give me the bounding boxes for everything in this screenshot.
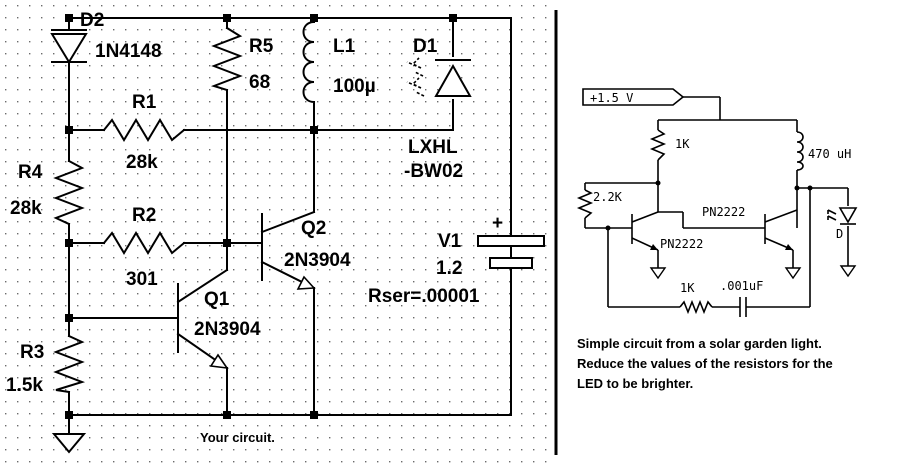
d1-part-line2: -BW02 bbox=[404, 161, 463, 182]
inductor-l1-symbol bbox=[302, 20, 316, 104]
r-base-label: 2.2K bbox=[593, 190, 623, 204]
v1-plus-sign: + bbox=[492, 213, 503, 234]
r3-value-label: 1.5k bbox=[6, 375, 43, 396]
right-circuit-junctions bbox=[605, 180, 813, 231]
r5-value-label: 68 bbox=[249, 72, 270, 93]
led-d1-symbol bbox=[406, 57, 472, 97]
right-circuit-wires bbox=[584, 96, 849, 308]
inductor-470uh-symbol bbox=[796, 131, 804, 171]
r5-ref-label: R5 bbox=[249, 36, 274, 57]
r4-value-label: 28k bbox=[10, 198, 42, 219]
transistor-left-pn2222-symbol bbox=[631, 211, 659, 251]
note-line-2: Reduce the values of the resistors for t… bbox=[577, 356, 833, 371]
resistor-feedback-1k-symbol bbox=[679, 299, 713, 315]
resistor-r3-symbol bbox=[53, 334, 86, 394]
resistor-r5-symbol bbox=[210, 26, 243, 92]
q-left-label: PN2222 bbox=[660, 237, 703, 251]
led-label: D bbox=[836, 227, 843, 241]
resistor-1k-top-symbol bbox=[649, 129, 667, 161]
resistor-r1-symbol bbox=[102, 118, 186, 142]
ground-symbol bbox=[51, 433, 87, 454]
d2-part-label: 1N4148 bbox=[95, 41, 162, 62]
r4-ref-label: R4 bbox=[18, 162, 43, 183]
supply-tag-shape bbox=[582, 88, 685, 106]
v1-value-label: 1.2 bbox=[436, 258, 462, 279]
v1-ref-label: V1 bbox=[438, 231, 462, 252]
transistor-right-pn2222-symbol bbox=[764, 209, 798, 251]
resistor-2-2k-symbol bbox=[576, 189, 594, 219]
left-panel-grid bbox=[0, 0, 548, 463]
l1-value-label: 100µ bbox=[333, 76, 376, 97]
diode-d2-symbol bbox=[50, 29, 88, 64]
resistor-r4-symbol bbox=[53, 159, 85, 226]
note-line-3: LED to be brighter. bbox=[577, 376, 693, 391]
d2-ref-label: D2 bbox=[80, 10, 104, 31]
r-feedback-label: 1K bbox=[680, 281, 695, 295]
r2-value-label: 301 bbox=[126, 269, 158, 290]
r1-value-label: 28k bbox=[126, 152, 158, 173]
left-circuit-junctions bbox=[65, 14, 457, 419]
led-d-symbol bbox=[827, 207, 858, 225]
inductor-label: 470 uH bbox=[808, 147, 851, 161]
transistor-q2-symbol bbox=[260, 210, 316, 290]
battery-v1-symbol bbox=[477, 235, 545, 269]
q-right-label: PN2222 bbox=[702, 205, 745, 219]
ground-left-symbol bbox=[649, 267, 667, 280]
r3-ref-label: R3 bbox=[20, 342, 44, 363]
transistor-q1-symbol bbox=[176, 268, 229, 370]
q2-ref-label: Q2 bbox=[301, 218, 326, 239]
resistor-r2-symbol bbox=[102, 231, 186, 255]
d1-ref-label: D1 bbox=[413, 36, 438, 57]
capacitor-label: .001uF bbox=[720, 279, 763, 293]
q1-ref-label: Q1 bbox=[204, 289, 230, 310]
capacitor-symbol bbox=[739, 297, 747, 317]
l1-ref-label: L1 bbox=[333, 36, 356, 57]
note-line-1: Simple circuit from a solar garden light… bbox=[577, 336, 822, 351]
v1-rser-label: Rser=.00001 bbox=[368, 286, 480, 307]
left-caption: Your circuit. bbox=[200, 430, 275, 445]
q2-part-label: 2N3904 bbox=[284, 250, 351, 271]
r-top-label: 1K bbox=[675, 137, 690, 151]
ground-mid-symbol bbox=[784, 267, 802, 280]
d1-part-line1: LXHL bbox=[408, 137, 458, 158]
r2-ref-label: R2 bbox=[132, 205, 156, 226]
supply-label: +1.5 V bbox=[590, 91, 633, 105]
ground-right-symbol bbox=[839, 265, 857, 278]
q1-part-label: 2N3904 bbox=[194, 319, 261, 340]
r1-ref-label: R1 bbox=[132, 92, 157, 113]
